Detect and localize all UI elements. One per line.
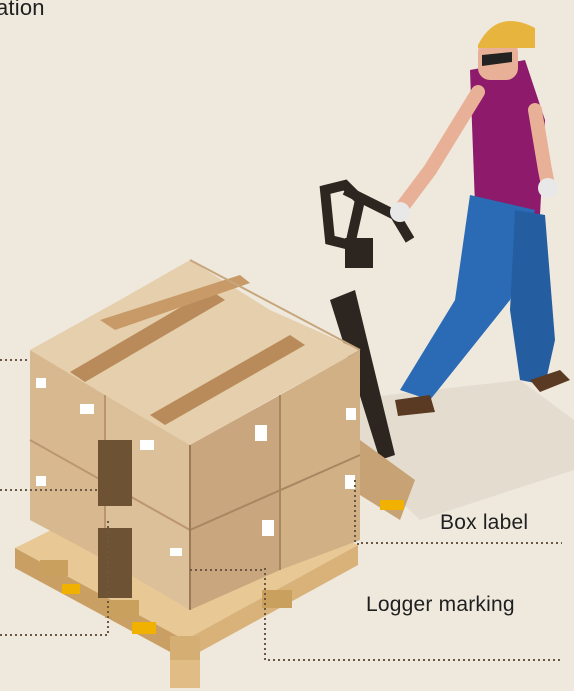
box-label-caption: Box label — [440, 511, 528, 535]
cut-off-label: ation — [0, 0, 45, 21]
worker-illustration — [390, 21, 570, 416]
logger-marking-caption: Logger marking — [366, 593, 515, 617]
